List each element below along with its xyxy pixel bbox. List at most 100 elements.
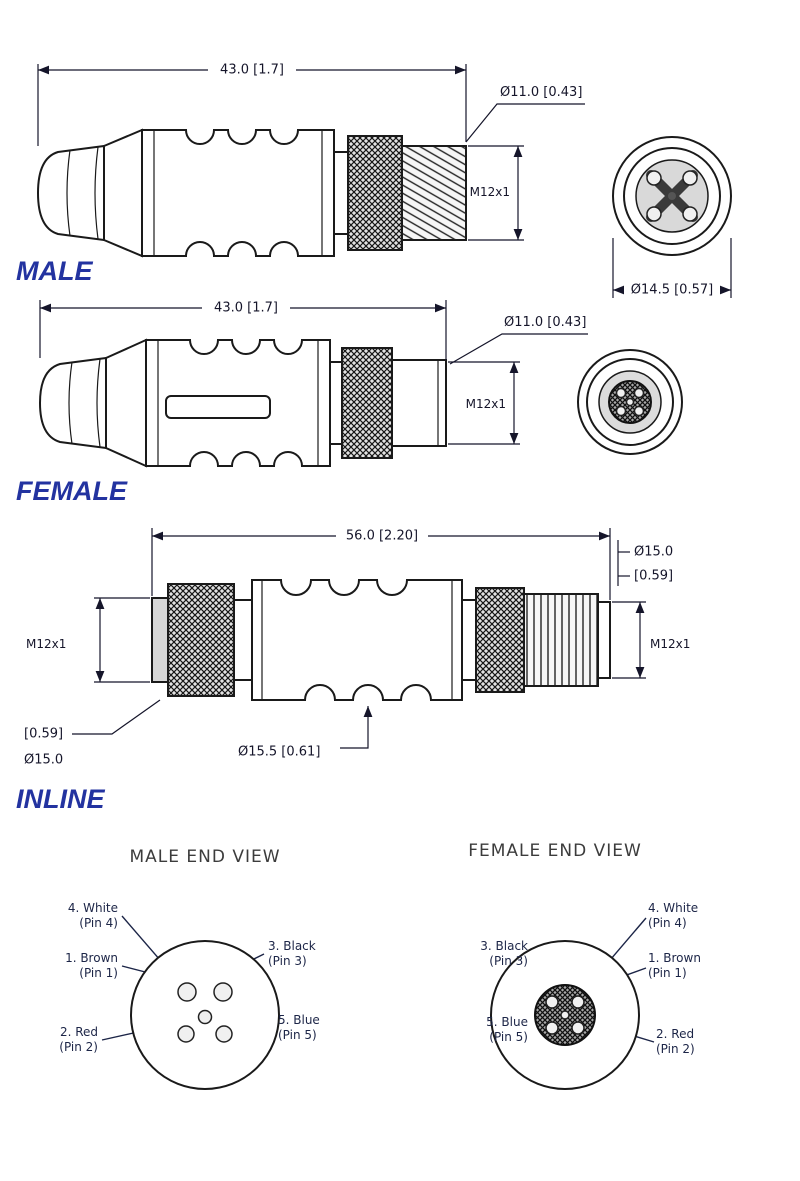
- pin-2: [177, 1025, 195, 1043]
- male-face-pin-hole: [646, 206, 662, 222]
- female-boot-ridge: [96, 358, 101, 448]
- inline-right-neck: [461, 599, 477, 681]
- inline-right-knurled-ring: [475, 587, 525, 693]
- inline-right-diameter-in: [0.59]: [634, 569, 673, 584]
- female-pin-label-wire: 2. Red: [656, 1027, 694, 1041]
- female-length-dim: 43.0 [1.7]: [214, 301, 278, 316]
- female-face-center-socket: [625, 397, 635, 407]
- male-pin-label-wire: 1. Brown: [65, 951, 118, 965]
- male-face-center-pin: [668, 192, 676, 200]
- inline-section-label: INLINE: [16, 784, 105, 814]
- male-pin-label-wire: 2. Red: [60, 1025, 98, 1039]
- inline-left-diameter-mm: Ø15.0: [24, 753, 63, 768]
- female-pin-label-wire: 4. White: [648, 901, 698, 915]
- male-diameter-leader: [465, 103, 585, 143]
- dim-text-mask: [336, 527, 428, 545]
- male-boot-cone: [103, 128, 143, 258]
- male-end-view-title: MALE END VIEW: [129, 847, 280, 867]
- inline-left-thread-spec: M12x1: [26, 637, 66, 651]
- dim-text-mask: [624, 281, 720, 299]
- male-diameter-dim: Ø11.0 [0.43]: [500, 85, 582, 100]
- female-boot-ridge: [68, 361, 73, 445]
- male-pin-label-pin: (Pin 2): [59, 1040, 98, 1054]
- female-face-socket: [633, 405, 645, 417]
- male-cable-boot: [36, 144, 105, 242]
- female-diameter-dim: Ø11.0 [0.43]: [504, 315, 586, 330]
- inline-left-neck: [233, 599, 253, 681]
- inline-grip-body: [251, 579, 463, 701]
- female-section-label: FEMALE: [16, 476, 128, 506]
- male-pin-label-wire: 4. White: [68, 901, 118, 915]
- inline-right-end-cap: [597, 601, 611, 679]
- female-diameter-leader: [449, 333, 588, 365]
- male-pin-label-pin: (Pin 4): [79, 916, 118, 930]
- female-pin-label-pin: (Pin 5): [489, 1030, 528, 1044]
- male-pin-label-wire: 5. Blue: [278, 1013, 320, 1027]
- male-grip-body: [141, 129, 335, 257]
- socket-center: [560, 1010, 570, 1020]
- female-dimensions: 43.0 [1.7] Ø11.0 [0.43] M12x1: [39, 299, 588, 445]
- male-thread: [401, 145, 467, 241]
- male-face-pin-hole: [646, 170, 662, 186]
- male-length-dim: 43.0 [1.7]: [220, 63, 284, 78]
- dim-text-mask: [202, 299, 290, 317]
- inline-right-thread-spec: M12x1: [650, 637, 690, 651]
- female-face-socket: [615, 405, 627, 417]
- female-thread-spec: M12x1: [466, 397, 506, 411]
- male-thread-spec: M12x1: [470, 185, 510, 199]
- male-pin-label-wire: 3. Black: [268, 939, 316, 953]
- female-pin-label-pin: (Pin 2): [656, 1042, 695, 1056]
- inline-bottom-diameter: Ø15.5 [0.61]: [238, 745, 320, 760]
- socket-5: [571, 1021, 585, 1035]
- male-boot-ridge: [94, 146, 99, 240]
- inline-right-diameter-mm: Ø15.0: [634, 545, 673, 560]
- socket-2: [545, 1021, 559, 1035]
- inline-side-view: [151, 579, 611, 701]
- inline-dimensions: 56.0 [2.20] Ø15.0 [0.59] M12x1 M12x1 [0.…: [24, 527, 690, 768]
- female-pin-label-pin: (Pin 3): [489, 954, 528, 968]
- female-end-view-drawing: [577, 349, 683, 455]
- female-neck: [329, 361, 343, 445]
- male-end-view-pinout: 4. White (Pin 4) 1. Brown (Pin 1) 2. Red…: [59, 901, 320, 1090]
- male-pin-label-pin: (Pin 3): [268, 954, 307, 968]
- inline-right-thread: [523, 593, 599, 687]
- female-boot-cone: [105, 338, 147, 468]
- socket-1: [545, 995, 559, 1009]
- female-coupling-end: [391, 359, 447, 447]
- male-pin-label-pin: (Pin 1): [79, 966, 118, 980]
- pin-4: [177, 982, 197, 1002]
- female-pin-label-wire: 5. Blue: [486, 1015, 528, 1029]
- female-cable-boot: [38, 356, 107, 450]
- male-pin-label-pin: (Pin 5): [278, 1028, 317, 1042]
- male-dimensions: 43.0 [1.7] Ø11.0 [0.43] M12x1: [37, 61, 585, 241]
- female-face-socket: [615, 387, 627, 399]
- female-pin-label-wire: 1. Brown: [648, 951, 701, 965]
- pin-5: [215, 1025, 233, 1043]
- dim-text-mask: [208, 61, 296, 79]
- pin-3: [213, 982, 233, 1002]
- socket-4: [571, 995, 585, 1009]
- male-section-label: MALE: [16, 256, 93, 286]
- inline-length-dim: 56.0 [2.20]: [346, 529, 418, 544]
- pin-1: [197, 1009, 213, 1025]
- female-knurled-ring: [341, 347, 393, 459]
- female-end-view-pinout: 3. Black (Pin 3) 5. Blue (Pin 5) 4. Whit…: [480, 901, 701, 1090]
- female-pin-label-wire: 3. Black: [480, 939, 528, 953]
- male-neck: [333, 151, 349, 235]
- inline-left-diameter-in: [0.59]: [24, 727, 63, 742]
- female-pin-label-pin: (Pin 1): [648, 966, 687, 980]
- inline-left-diameter-leader: [72, 699, 161, 735]
- male-end-view-drawing: Ø14.5 [0.57]: [612, 136, 732, 299]
- inline-left-knurled-ring: [167, 583, 235, 697]
- male-face-pin-hole: [682, 170, 698, 186]
- male-boot-ridge: [66, 149, 71, 237]
- female-pin-label-pin: (Pin 4): [648, 916, 687, 930]
- female-side-view: [38, 338, 447, 468]
- female-label-slot: [165, 395, 271, 419]
- male-knurled-ring: [347, 135, 403, 251]
- female-face-socket: [633, 387, 645, 399]
- male-face-pin-hole: [682, 206, 698, 222]
- female-end-view-title: FEMALE END VIEW: [468, 841, 642, 861]
